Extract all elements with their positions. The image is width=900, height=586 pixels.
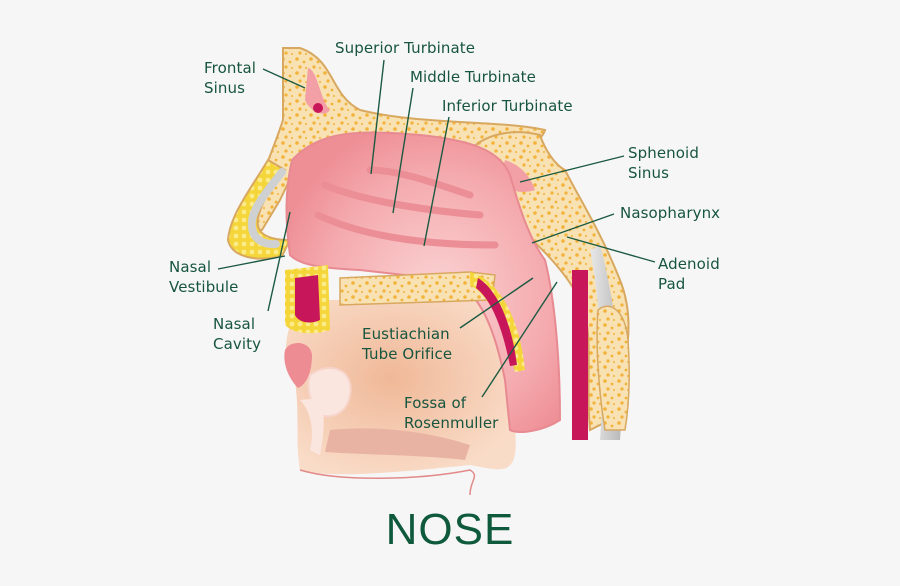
label-frontal-sinus: Frontal Sinus	[204, 59, 256, 97]
label-nasopharynx: Nasopharynx	[620, 204, 721, 222]
leader-superior-turbinate	[370, 59, 385, 175]
leader-inferior-turbinate	[423, 116, 450, 247]
leader-eustachian-tube	[459, 277, 534, 329]
vertebra	[596, 305, 630, 431]
label-adenoid-pad: Adenoid Pad	[658, 255, 720, 293]
leader-lines	[217, 59, 656, 398]
label-sphenoid-sinus: Sphenoid Sinus	[628, 144, 699, 182]
pharyngeal-muscle	[572, 270, 588, 440]
leader-frontal-sinus	[262, 68, 306, 89]
label-inferior-turbinate: Inferior Turbinate	[442, 97, 573, 115]
label-fossa-of-rosenmuller: Fossa of Rosenmuller	[404, 394, 499, 432]
label-nasal-cavity: Nasal Cavity	[213, 315, 262, 353]
leader-nasopharynx	[531, 213, 615, 244]
label-middle-turbinate: Middle Turbinate	[410, 68, 536, 86]
nasal-cavity	[285, 131, 562, 433]
label-eustachian-tube-orifice: Eustiachian Tube Orifice	[362, 325, 453, 363]
leader-sphenoid-sinus	[519, 155, 625, 183]
lips-teeth	[284, 343, 470, 460]
label-superior-turbinate: Superior Turbinate	[335, 39, 476, 57]
leader-nasal-cavity	[267, 211, 291, 312]
soft-palate	[470, 272, 525, 372]
leader-adenoid-pad	[566, 236, 656, 263]
leader-middle-turbinate	[392, 87, 414, 214]
leader-fossa-rosenmuller	[481, 281, 558, 398]
leader-nasal-vestibule	[217, 255, 286, 270]
label-nasal-vestibule: Nasal Vestibule	[169, 258, 239, 296]
diagram-title: NOSE	[385, 505, 515, 554]
hard-palate	[285, 265, 496, 334]
external-nose	[226, 158, 292, 260]
